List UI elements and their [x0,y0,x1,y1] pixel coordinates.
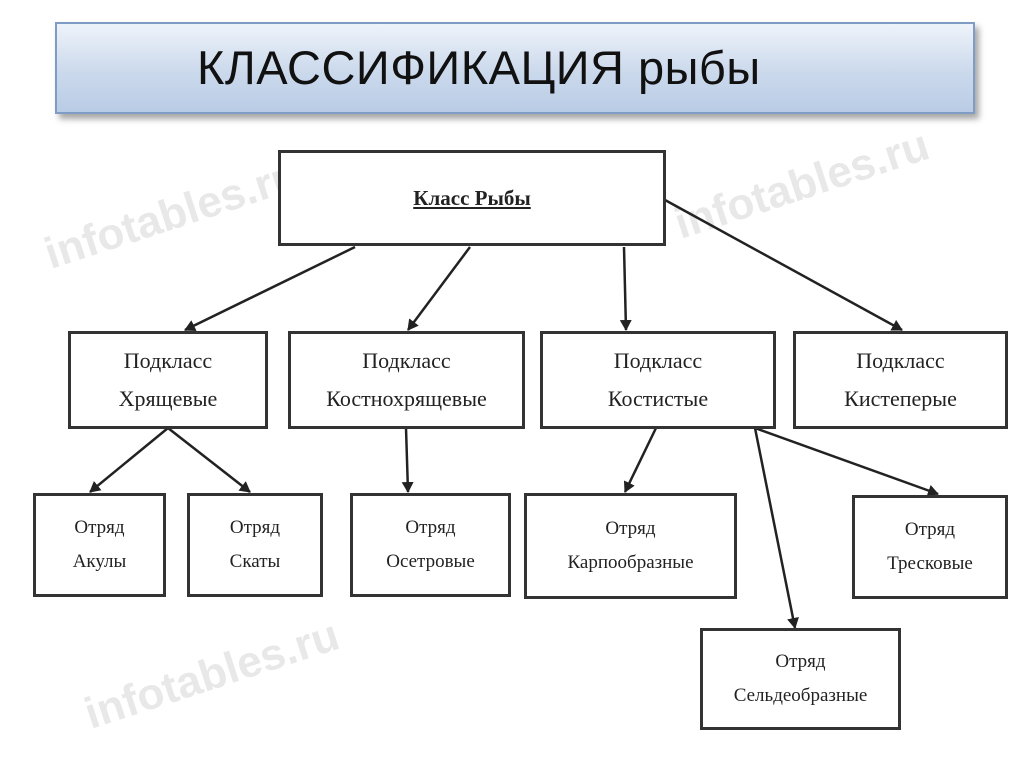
node-label: Подкласс [856,348,945,373]
node-label: Отряд [775,651,826,672]
title-bar: КЛАССИФИКАЦИЯ рыбы [55,22,975,114]
node-label: Отряд [229,517,281,538]
node-label: Отряд [405,517,456,538]
node-label: Кистеперые [844,386,957,411]
node-label: Тресковые [887,553,973,574]
node-label: Костистые [607,386,709,411]
arrow-to-sturgeons [401,427,414,493]
node-label: Отряд [605,518,656,539]
node-label: Отряд [74,517,125,538]
arrow-to-herrings [753,427,799,629]
node-label: Подкласс [362,348,451,373]
node-label: Отряд [904,519,956,540]
node-label: Хрящевые [118,386,218,411]
page-title: КЛАССИФИКАЦИЯ рыбы [197,41,761,94]
arrow-to-cods [754,426,939,497]
arrow-to-sharks [89,427,169,493]
node-label: Сельдеобразные [733,685,868,706]
node-label: Подкласс [123,348,213,373]
arrow-root-to-sarcopterygii [664,198,903,332]
node-class-fish: Класс Рыбы [278,150,666,246]
node-label: Подкласс [613,348,703,373]
arrow-to-rays [167,427,251,493]
arrow-root-to-chondrostei [406,246,472,331]
node-label: Костнохрящевые [326,386,487,411]
node-label: Класс Рыбы [413,185,531,210]
node-label: Скаты [229,551,281,572]
arrow-root-to-chondrichthyes [184,245,356,332]
arrow-root-to-teleostei [619,246,632,331]
node-label: Акулы [72,551,127,572]
node-label: Карпообразные [567,552,694,573]
node-label: Осетровые [386,551,475,572]
arrow-to-carps [623,427,658,493]
